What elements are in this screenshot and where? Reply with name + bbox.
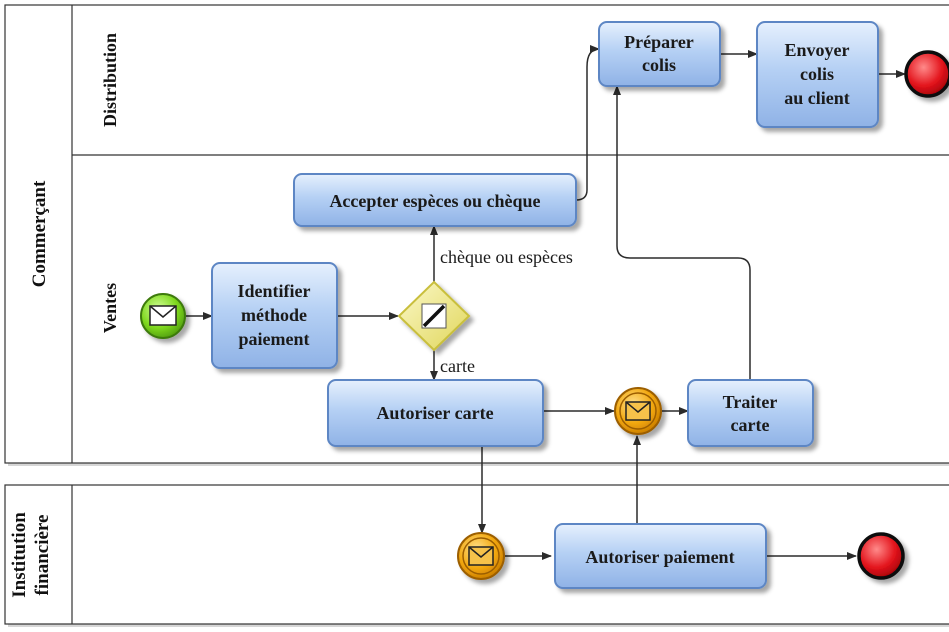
sequence-flows (186, 45, 906, 560)
pool-label-bank-line2: financière (32, 515, 53, 596)
message-start-event[interactable] (140, 293, 186, 339)
task-authorize-card[interactable]: Autoriser carte (327, 379, 544, 447)
exclusive-gateway[interactable] (397, 280, 471, 352)
task-label-line: Identifier (238, 281, 311, 301)
envelope-icon (625, 401, 651, 421)
flow-accept-to-prepare (575, 45, 600, 201)
task-label-line: Autoriser paiement (585, 547, 734, 567)
end-event-distribution[interactable] (904, 50, 949, 98)
end-event-financial[interactable] (857, 532, 905, 580)
pool-label-bank-line1: Institution (9, 512, 30, 598)
task-identify-payment-method[interactable]: Identifier méthode paiement (211, 262, 338, 369)
message-intermediate-event-bank[interactable] (457, 532, 505, 580)
lane-label-distribution: Distribution (100, 33, 120, 127)
pool-financial-institution: Institution financière (4, 484, 949, 628)
task-send-parcel[interactable]: Envoyer colis au client (756, 21, 879, 128)
envelope-icon (468, 546, 494, 566)
task-label-line: colis (642, 55, 676, 75)
flow-process-to-prepare (613, 85, 751, 380)
task-label-line: Traiter (723, 392, 778, 412)
task-authorize-payment[interactable]: Autoriser paiement (554, 523, 767, 589)
task-label-line: Accepter espèces ou chèque (329, 191, 540, 211)
task-prepare-parcel[interactable]: Préparer colis (598, 21, 721, 87)
task-label-line: Préparer (624, 32, 694, 52)
task-process-card[interactable]: Traiter carte (687, 379, 814, 447)
flow-label-card: carte (440, 356, 475, 376)
task-label-line: carte (731, 415, 770, 435)
task-label-line: Envoyer (785, 40, 850, 60)
flow-label-cheque-cash: chèque ou espèces (440, 247, 573, 267)
task-label-line: paiement (239, 329, 310, 349)
envelope-icon (149, 305, 177, 326)
task-label-line: méthode (241, 305, 307, 325)
gateway-slash-icon (422, 304, 446, 328)
task-label-line: colis (800, 64, 834, 84)
task-label-line: Autoriser carte (376, 403, 493, 423)
message-intermediate-event-card[interactable] (614, 387, 662, 435)
task-label-line: au client (784, 88, 850, 108)
lane-label-sales: Ventes (100, 283, 120, 333)
task-accept-cash-or-cheque[interactable]: Accepter espèces ou chèque (293, 173, 577, 227)
pool-label-merchant: Commerçant (29, 180, 50, 287)
